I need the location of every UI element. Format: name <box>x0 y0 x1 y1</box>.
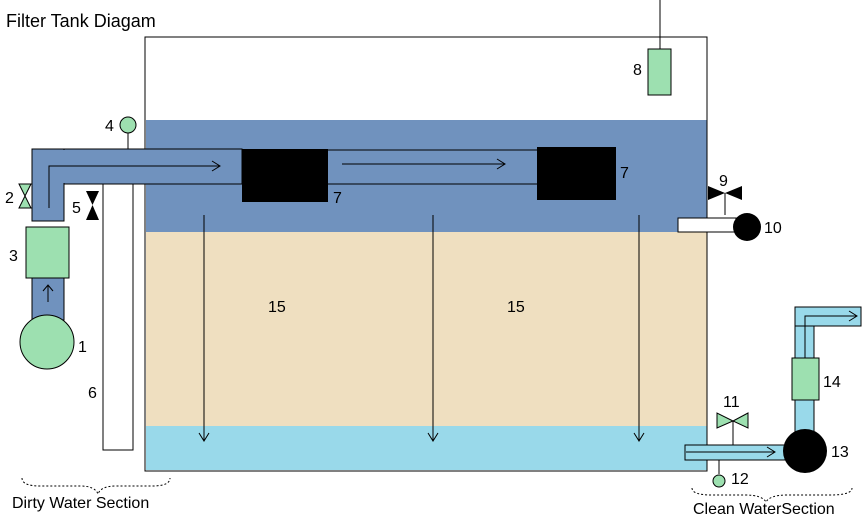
label-1: 1 <box>78 339 87 356</box>
filter-block-1 <box>242 149 328 202</box>
pump-13 <box>783 429 827 473</box>
sand-filter-layer <box>146 232 707 426</box>
drain-10 <box>733 213 761 241</box>
pipe-6 <box>102 183 134 451</box>
label-15a: 15 <box>268 299 286 316</box>
label-5: 5 <box>72 200 81 217</box>
valve-9 <box>708 186 742 215</box>
label-15b: 15 <box>507 299 525 316</box>
diagram-title: Filter Tank Diagam <box>6 11 156 31</box>
gauge-12 <box>712 460 726 488</box>
dirty-section-label: Dirty Water Section <box>12 495 149 512</box>
clean-section-label: Clean WaterSection <box>693 501 835 518</box>
filter-block-2 <box>537 147 616 200</box>
label-14: 14 <box>823 374 841 391</box>
label-11: 11 <box>723 394 740 411</box>
label-4: 4 <box>105 118 114 135</box>
flow-down-arrows <box>198 215 645 442</box>
label-10: 10 <box>764 220 782 237</box>
label-12: 12 <box>731 471 749 488</box>
pump-1 <box>19 314 75 370</box>
gauge-4 <box>119 116 137 149</box>
flow-arrow-mid-head <box>496 158 506 170</box>
label-9: 9 <box>719 173 728 190</box>
filter-tank <box>144 36 708 472</box>
valve-2 <box>18 183 32 209</box>
component-3 <box>25 226 70 279</box>
clean-water-layer <box>146 426 707 470</box>
clean-section-brace <box>691 487 853 504</box>
label-8: 8 <box>633 62 642 79</box>
label-7b: 7 <box>620 165 629 182</box>
valve-11 <box>716 412 749 445</box>
label-13: 13 <box>831 444 849 461</box>
drain-pipe-10 <box>677 217 737 233</box>
label-7a: 7 <box>333 190 342 207</box>
dirty-section-brace <box>21 477 171 496</box>
label-3: 3 <box>9 248 18 265</box>
inlet-pipe <box>31 148 243 321</box>
component-14 <box>791 357 820 401</box>
component-8 <box>647 0 672 96</box>
valve-5 <box>86 191 99 220</box>
tank-border <box>144 36 708 472</box>
label-6: 6 <box>88 385 97 402</box>
label-2: 2 <box>5 190 14 207</box>
